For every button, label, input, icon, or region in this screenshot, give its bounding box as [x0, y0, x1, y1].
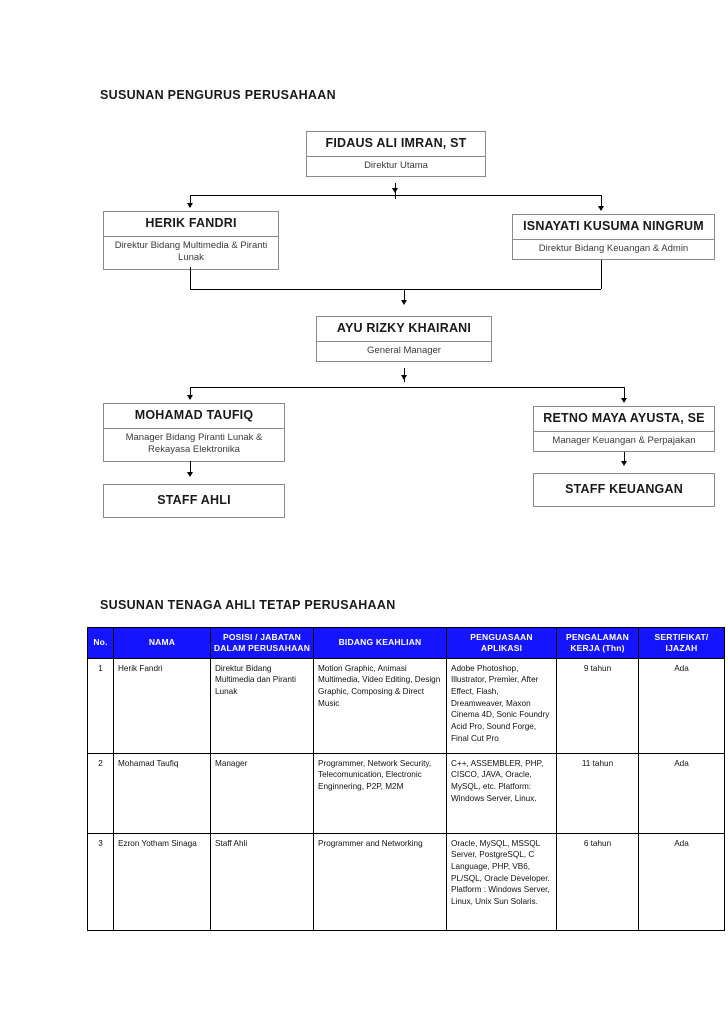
connector-arrow	[186, 203, 193, 208]
tenaga-ahli-table: No. NAMA POSISI / JABATAN DALAM PERUSAHA…	[87, 627, 725, 931]
org-node-direktur-utama: FIDAUS ALI IMRAN, ST Direktur Utama	[306, 131, 486, 178]
org-node-mohamad-taufiq: MOHAMAD TAUFIQ Manager Bidang Piranti Lu…	[103, 403, 285, 462]
cell-posisi: Direktur Bidang Multimedia dan Piranti L…	[210, 657, 314, 754]
org-node-general-manager: AYU RIZKY KHAIRANI General Manager	[316, 316, 492, 363]
org-node-title: Manager Bidang Piranti Lunak & Rekayasa …	[104, 427, 284, 461]
connector-line	[190, 461, 191, 475]
connector-line	[190, 195, 191, 207]
column-header-posisi: POSISI / JABATAN DALAM PERUSAHAAN	[210, 627, 314, 659]
cell-aplikasi: C++, ASSEMBLER, PHP, CISCO, JAVA, Oracle…	[446, 752, 557, 834]
table-row: 2 Mohamad Taufiq Manager Programmer, Net…	[87, 752, 725, 834]
cell-pengalaman: 6 tahun	[556, 832, 639, 931]
column-header-bidang-keahlian: BIDANG KEAHLIAN	[313, 627, 447, 659]
cell-sertifikat: Ada	[638, 832, 725, 931]
connector-line	[190, 289, 601, 290]
org-chart-section-heading: SUSUNAN PENGURUS PERUSAHAAN	[100, 88, 336, 102]
cell-no: 1	[87, 657, 114, 754]
connector-line	[190, 267, 191, 289]
cell-aplikasi: Adobe Photoshop, Illustrator, Premier, A…	[446, 657, 557, 754]
org-node-name: STAFF AHLI	[157, 493, 231, 507]
connector-arrow	[597, 206, 604, 211]
connector-line	[190, 387, 191, 398]
cell-aplikasi: Oracle, MySQL, MSSQL Server, PostgreSQL,…	[446, 832, 557, 931]
connector-arrow	[400, 300, 407, 305]
column-header-nama: NAMA	[113, 627, 211, 659]
org-node-isnayati-kusuma-ningrum: ISNAYATI KUSUMA NINGRUM Direktur Bidang …	[512, 214, 715, 261]
org-node-title: General Manager	[317, 340, 491, 362]
cell-bidang: Motion Graphic, Animasi Multimedia, Vide…	[313, 657, 447, 754]
connector-line	[190, 387, 624, 388]
org-node-name: AYU RIZKY KHAIRANI	[336, 321, 472, 335]
org-node-staff-keuangan: STAFF KEUANGAN	[533, 473, 715, 507]
org-node-staff-ahli: STAFF AHLI	[103, 484, 285, 518]
org-node-name: FIDAUS ALI IMRAN, ST	[325, 136, 467, 150]
table-section-heading: SUSUNAN TENAGA AHLI TETAP PERUSAHAAN	[100, 598, 396, 612]
cell-nama: Mohamad Taufiq	[113, 752, 211, 834]
cell-posisi: Staff Ahli	[210, 832, 314, 931]
org-node-name: RETNO MAYA AYUSTA, SE	[543, 411, 705, 425]
cell-sertifikat: Ada	[638, 657, 725, 754]
org-node-title: Manager Keuangan & Perpajakan	[534, 430, 714, 452]
org-node-herik-fandri: HERIK FANDRI Direktur Bidang Multimedia …	[103, 211, 279, 270]
org-node-name: HERIK FANDRI	[145, 216, 237, 230]
org-node-title: Direktur Bidang Keuangan & Admin	[513, 238, 714, 260]
cell-sertifikat: Ada	[638, 752, 725, 834]
org-node-name: ISNAYATI KUSUMA NINGRUM	[523, 219, 704, 233]
org-node-name: MOHAMAD TAUFIQ	[134, 408, 254, 422]
table-row: 3 Ezron Yotham Sinaga Staff Ahli Program…	[87, 832, 725, 931]
organization-chart: FIDAUS ALI IMRAN, ST Direktur Utama HERI…	[103, 131, 715, 518]
connector-arrow	[620, 398, 627, 403]
connector-line	[601, 260, 602, 289]
connector-line	[624, 387, 625, 401]
column-header-penguasaan-aplikasi: PENGUASAAN APLIKASI	[446, 627, 557, 659]
connector-arrow	[186, 472, 193, 477]
connector-line	[190, 195, 601, 196]
connector-arrow	[620, 461, 627, 466]
cell-bidang: Programmer and Networking	[313, 832, 447, 931]
connector-arrow	[186, 395, 193, 400]
table-header-row: No. NAMA POSISI / JABATAN DALAM PERUSAHA…	[87, 627, 725, 659]
table-row: 1 Herik Fandri Direktur Bidang Multimedi…	[87, 657, 725, 754]
column-header-pengalaman-kerja: PENGALAMAN KERJA (Thn)	[556, 627, 639, 659]
connector-arrow	[391, 188, 398, 193]
org-node-title: Direktur Bidang Multimedia & Piranti Lun…	[104, 235, 278, 269]
org-node-title: Direktur Utama	[307, 155, 485, 177]
cell-posisi: Manager	[210, 752, 314, 834]
connector-arrow	[400, 375, 407, 380]
org-node-retno-maya-ayusta: RETNO MAYA AYUSTA, SE Manager Keuangan &…	[533, 406, 715, 453]
connector-line	[624, 452, 625, 463]
cell-bidang: Programmer, Network Security, Telecomuni…	[313, 752, 447, 834]
connector-line	[404, 289, 405, 303]
cell-pengalaman: 9 tahun	[556, 657, 639, 754]
cell-nama: Ezron Yotham Sinaga	[113, 832, 211, 931]
cell-no: 2	[87, 752, 114, 834]
cell-nama: Herik Fandri	[113, 657, 211, 754]
cell-no: 3	[87, 832, 114, 931]
connector-line	[601, 195, 602, 210]
column-header-sertifikat-ijazah: SERTIFIKAT/ IJAZAH	[638, 627, 725, 659]
org-node-name: STAFF KEUANGAN	[565, 482, 683, 496]
column-header-no: No.	[87, 627, 114, 659]
cell-pengalaman: 11 tahun	[556, 752, 639, 834]
